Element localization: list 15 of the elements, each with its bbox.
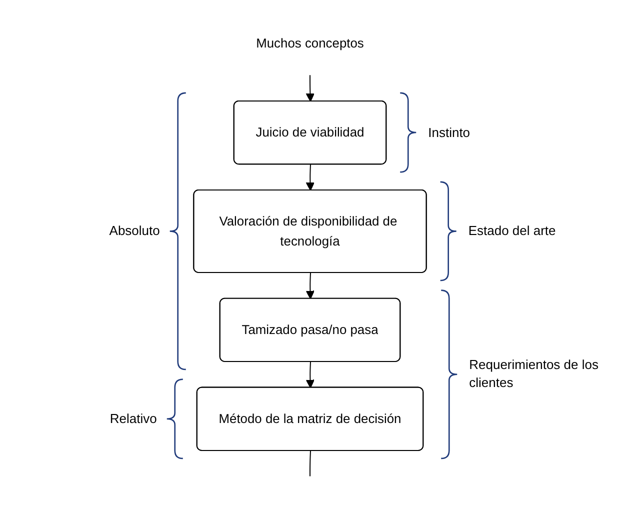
process-box: Tamizado pasa/no pasa xyxy=(219,298,401,362)
arrow xyxy=(306,164,315,191)
arrow xyxy=(306,74,315,102)
bracket-label: Requerimientos de los clientes xyxy=(469,356,600,392)
process-box: Método de la matriz de decisión xyxy=(196,386,424,451)
arrow xyxy=(306,272,315,300)
bracket-label: Estado del arte xyxy=(468,222,556,240)
process-box: Valoración de disponibilidad de tecnología xyxy=(193,189,427,273)
bracket-label: Relativo xyxy=(110,410,157,428)
bracket-label: Instinto xyxy=(428,124,470,142)
process-box: Juicio de viabilidad xyxy=(233,100,387,165)
bracket-label: Absoluto xyxy=(109,222,160,240)
arrow xyxy=(306,361,315,388)
line xyxy=(310,450,311,477)
start-text: Muchos conceptos xyxy=(256,36,364,51)
